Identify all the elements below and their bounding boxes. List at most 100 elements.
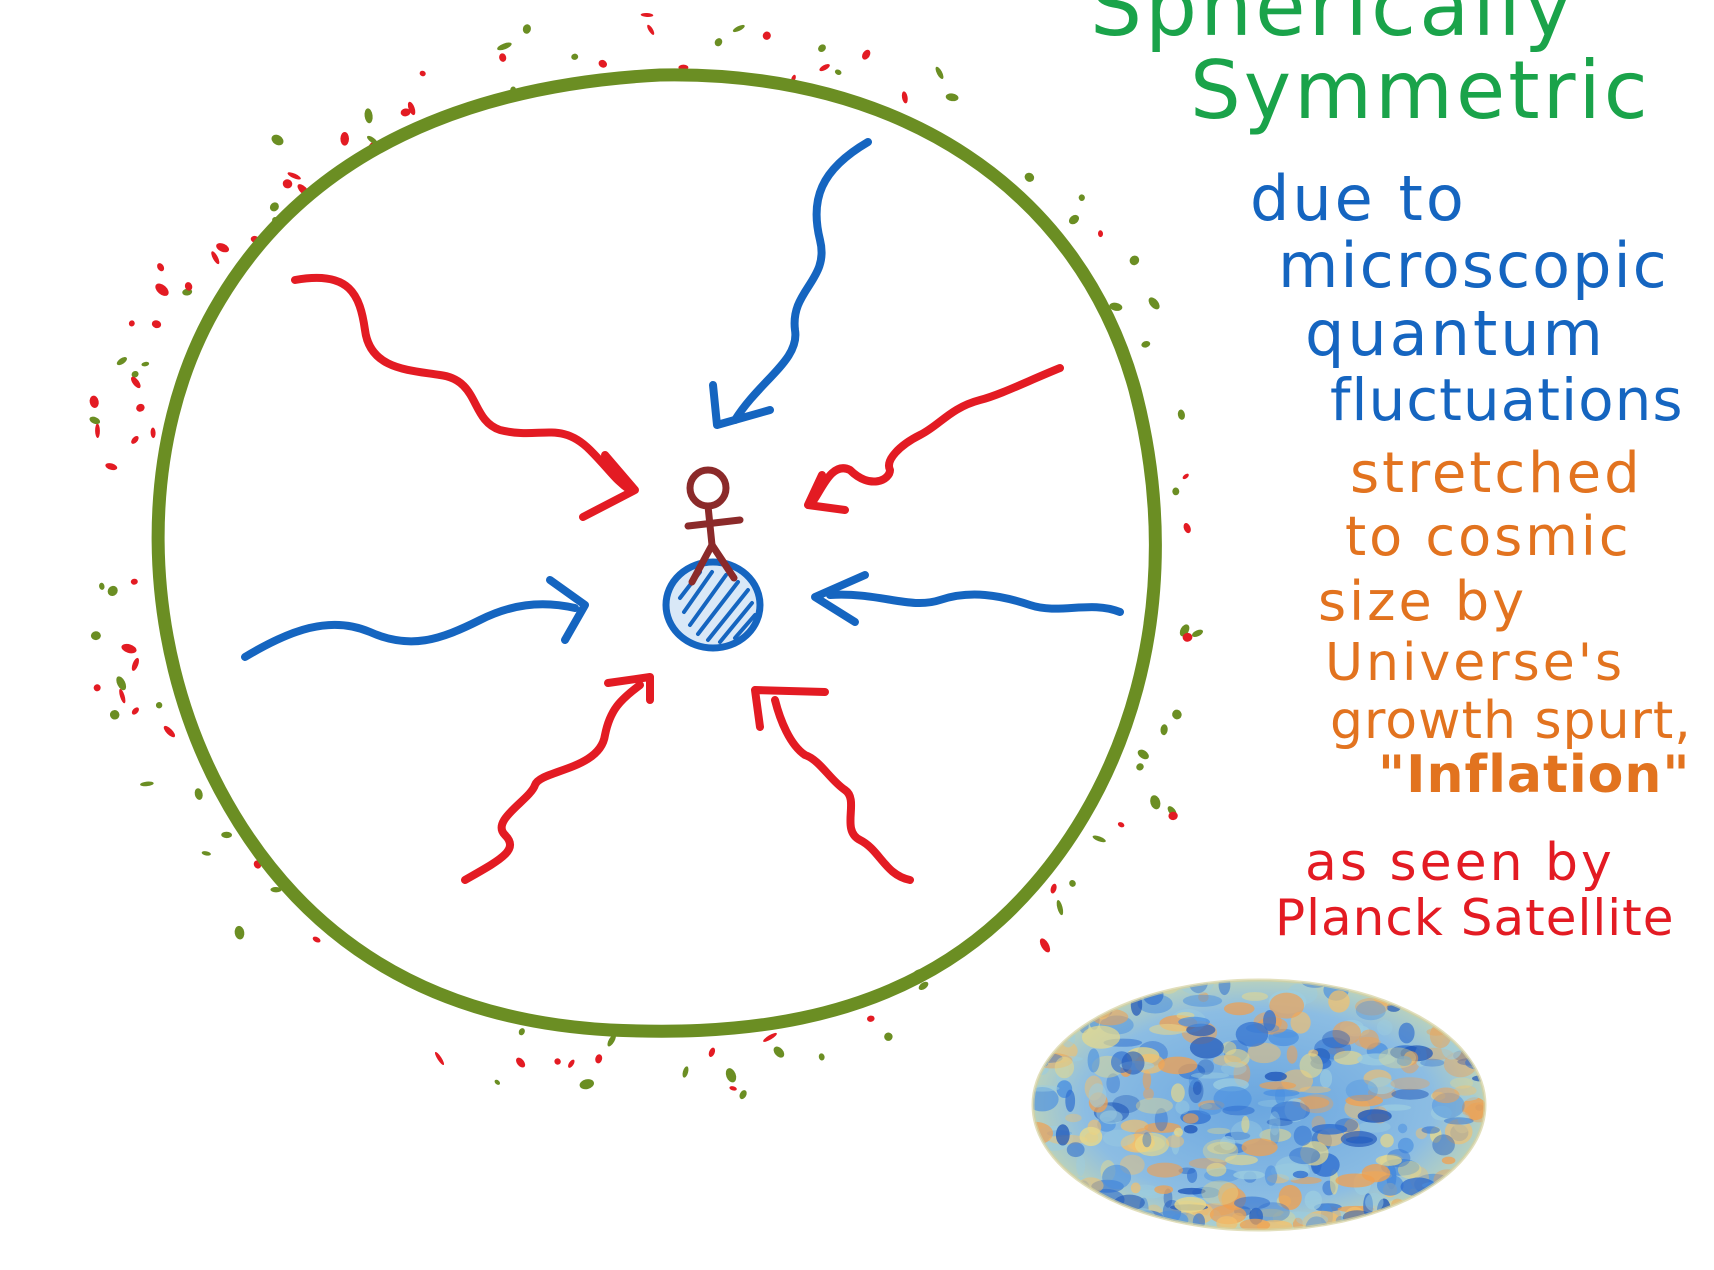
cmb-blob xyxy=(1112,1095,1141,1114)
cmb-blob xyxy=(1174,1196,1207,1213)
particle-dot xyxy=(400,108,411,117)
cmb-blob xyxy=(1461,1097,1485,1121)
cmb-blob xyxy=(1207,1127,1231,1135)
cmb-blob xyxy=(1224,1049,1250,1068)
particle-dot xyxy=(287,172,301,180)
particle-dot xyxy=(141,361,150,367)
cmb-blob xyxy=(1322,1030,1351,1049)
particle-dot xyxy=(131,370,139,378)
particle-dot xyxy=(862,49,871,60)
particle-dot xyxy=(1056,900,1064,916)
cmb-blob xyxy=(1034,1185,1066,1198)
cmb-blob xyxy=(1397,1160,1422,1179)
particle-dot xyxy=(136,403,145,412)
particle-dot xyxy=(116,676,127,691)
cmb-blob xyxy=(1456,1171,1485,1192)
particle-dot xyxy=(522,24,531,34)
cmb-blob xyxy=(1190,1072,1230,1079)
cmb-blob xyxy=(1076,1154,1086,1177)
cmb-blob xyxy=(1187,1168,1198,1183)
cmb-blob xyxy=(1376,1019,1393,1036)
particle-dot xyxy=(93,684,101,692)
particle-dot xyxy=(131,435,139,444)
stretch-line-4: Universe's xyxy=(1325,633,1625,693)
cmb-blob xyxy=(1044,995,1061,1005)
particle-dot xyxy=(211,251,220,265)
particle-dot xyxy=(640,12,654,18)
particle-dot xyxy=(499,53,507,62)
particle-dot xyxy=(714,38,723,47)
arrowhead-blue-left xyxy=(546,576,589,644)
particle-dot xyxy=(1068,214,1080,225)
cmb-blob xyxy=(1048,1181,1083,1197)
cmb-blob xyxy=(1433,1201,1471,1221)
particle-dot xyxy=(364,108,373,124)
cmb-blob xyxy=(1390,1077,1430,1090)
cmb-blob xyxy=(1319,1069,1333,1089)
arrowhead-blue-right xyxy=(811,571,869,626)
cmb-blob xyxy=(1311,1124,1348,1135)
particle-dot xyxy=(1148,297,1160,310)
particle-dot xyxy=(155,283,169,296)
cmb-blob xyxy=(1421,1126,1440,1134)
particle-dot xyxy=(1050,883,1057,894)
cmb-blob xyxy=(1460,998,1482,1008)
cmb-blob xyxy=(1135,1097,1173,1114)
cmb-blob xyxy=(1111,983,1127,1001)
cmb-blob xyxy=(1387,981,1411,990)
cmb-blob xyxy=(1066,1202,1107,1228)
cmb-blob xyxy=(1467,1213,1485,1230)
planck-line-2: Planck Satellite xyxy=(1275,889,1675,947)
cmb-blob xyxy=(1355,1000,1386,1021)
cmb-blob xyxy=(1066,1142,1085,1158)
cmb-blob xyxy=(1289,1147,1321,1165)
stretch-line-5: growth spurt, xyxy=(1330,691,1692,751)
cmb-blob xyxy=(1292,1170,1309,1179)
cmb-blob xyxy=(1259,1128,1292,1142)
cmb-blob xyxy=(1132,1226,1149,1230)
cmb-blob xyxy=(1367,1077,1395,1095)
particle-dot xyxy=(1039,938,1051,953)
cmb-blob xyxy=(1332,1021,1361,1045)
cmb-blob xyxy=(1044,1174,1059,1192)
cmb-blob xyxy=(1432,988,1446,1001)
cmb-blob xyxy=(1278,1184,1302,1210)
cmb-blob xyxy=(1444,1117,1474,1125)
cmb-blob xyxy=(1422,980,1452,992)
cmb-blob xyxy=(1183,1124,1198,1134)
cmb-blob xyxy=(1271,1101,1310,1122)
cmb-blob xyxy=(1463,1027,1475,1038)
particle-dot xyxy=(90,631,101,641)
particle-dot xyxy=(89,416,101,425)
particle-dot xyxy=(739,1090,747,1100)
due-line-1: due to xyxy=(1250,162,1467,235)
particle-dot xyxy=(725,1068,737,1083)
particle-dot xyxy=(1024,172,1035,182)
particle-dot xyxy=(1192,629,1203,637)
cmb-blob xyxy=(1207,1141,1237,1155)
stretch-line-6: "Inflation" xyxy=(1378,745,1691,805)
cmb-blob xyxy=(1454,1094,1478,1101)
cmb-blob xyxy=(1293,1125,1312,1146)
wave-arrow-blue-right xyxy=(826,590,1124,616)
cmb-blob xyxy=(1358,1121,1391,1133)
particle-dot xyxy=(1168,811,1178,821)
particle-dot xyxy=(708,1047,716,1057)
cmb-blob xyxy=(1177,1187,1206,1195)
particle-dot xyxy=(119,688,126,704)
scattered-particles xyxy=(89,12,1203,1100)
particle-dot xyxy=(1078,194,1085,201)
cmb-blob xyxy=(1272,1031,1298,1039)
cmb-blob xyxy=(1079,1126,1103,1147)
cmb-blob xyxy=(1049,1006,1062,1017)
cmb-blob xyxy=(1068,1209,1101,1223)
cmb-blob xyxy=(1192,1081,1202,1095)
particle-dot xyxy=(607,1034,616,1047)
cmb-blob xyxy=(1449,980,1483,995)
cmb-blob xyxy=(1076,1201,1100,1212)
cmb-blob xyxy=(1058,1211,1086,1226)
particle-dot xyxy=(818,44,826,53)
wave-arrow-red-bottom-right xyxy=(771,696,914,884)
cmb-sky-map xyxy=(1031,978,1487,1232)
particle-dot xyxy=(918,981,929,991)
